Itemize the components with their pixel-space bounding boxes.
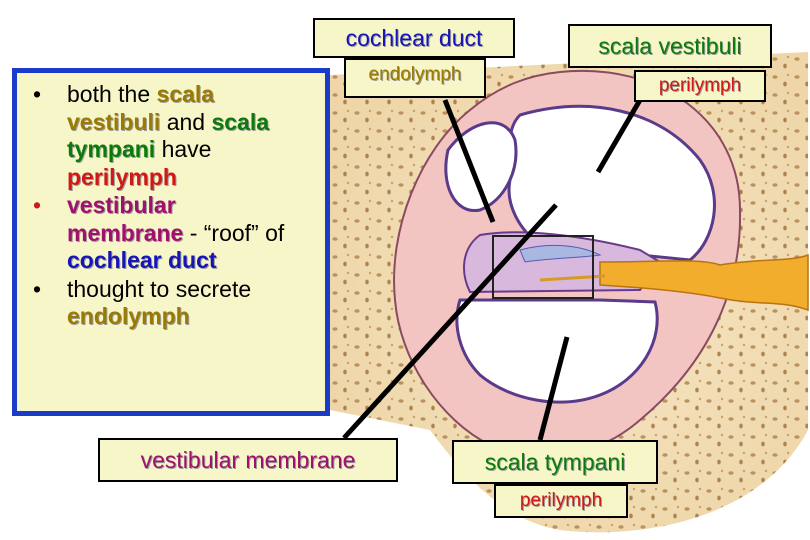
- term-endolymph: endolymph: [67, 303, 190, 329]
- bullet-list: • both the scala vestibuli and scala tym…: [29, 81, 317, 331]
- bullet-dot: •: [33, 275, 42, 302]
- leader-endolymph: [442, 99, 496, 223]
- bullet-text: both the: [67, 81, 157, 107]
- tectorial-membrane: [519, 244, 602, 263]
- cochlear-nerve: [599, 253, 809, 312]
- label-cochlear-duct: cochlear duct: [313, 18, 515, 58]
- bullet-item: • both the scala vestibuli and scala tym…: [29, 81, 317, 191]
- bullet-item: • thought to secrete endolymph: [29, 276, 317, 331]
- bullet-dot: •: [33, 81, 42, 107]
- scala-tympani-chamber: [455, 298, 659, 404]
- bullet-item: • vestibular membrane - “roof” of cochle…: [29, 192, 317, 275]
- leader-scala-tympani: [537, 336, 570, 441]
- bullet-text: have: [155, 136, 212, 162]
- leader-perilymph-top: [595, 98, 643, 174]
- bullet-panel: • both the scala vestibuli and scala tym…: [12, 68, 330, 416]
- label-scala-tympani: scala tympani: [452, 440, 658, 484]
- detail-box: [492, 235, 594, 299]
- label-perilymph-bottom: perilymph: [494, 484, 628, 518]
- bullet-dot: •: [33, 192, 42, 218]
- label-vestibular-membrane: vestibular membrane: [98, 438, 398, 482]
- term-perilymph: perilymph: [67, 163, 177, 190]
- term-tympani: tympani: [67, 136, 156, 162]
- leader-vestibular-membrane: [342, 203, 558, 440]
- bullet-text: thought to secrete: [67, 275, 252, 302]
- bullet-text: - “roof” of: [183, 219, 285, 246]
- label-scala-vestibuli: scala vestibuli: [568, 24, 772, 68]
- term-vestibular: vestibular: [67, 192, 176, 218]
- label-endolymph: endolymph: [344, 58, 486, 98]
- nerve-fiber: [539, 274, 606, 282]
- term-scala: scala: [211, 108, 270, 135]
- term-cochlear-duct: cochlear duct: [67, 247, 217, 273]
- term-vestibuli: vestibuli: [67, 108, 161, 135]
- bullet-text: and: [160, 108, 212, 135]
- label-perilymph-top: perilymph: [634, 70, 766, 102]
- term-scala: scala: [156, 81, 215, 107]
- term-membrane: membrane: [67, 219, 184, 246]
